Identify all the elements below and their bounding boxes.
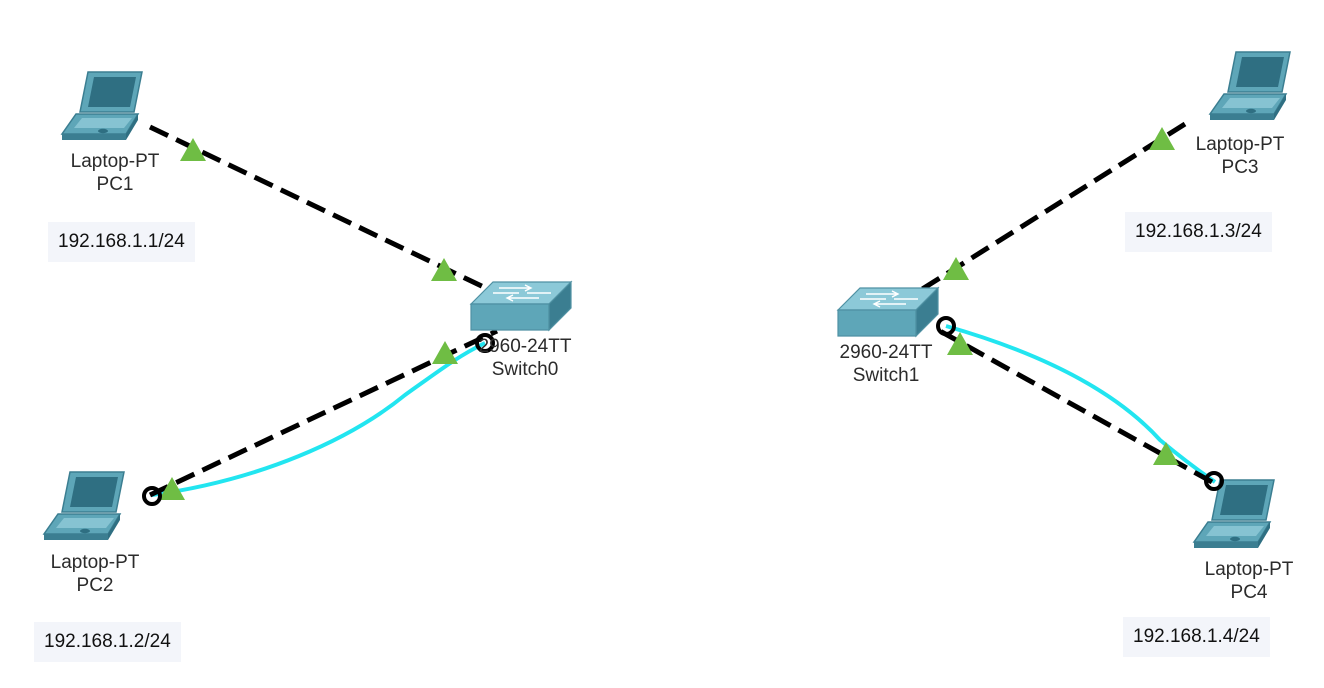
ip-note-pc1[interactable]: 192.168.1.1/24 <box>48 222 195 262</box>
device-model: 2960-24TT <box>478 336 572 357</box>
console-cable-pc4-switch1[interactable] <box>945 324 1217 484</box>
switch-icon[interactable] <box>470 281 572 331</box>
device-name: PC1 <box>96 174 134 195</box>
device-label-pc1: Laptop-PT PC1 <box>55 150 175 196</box>
device-label-pc2: Laptop-PT PC2 <box>35 551 155 597</box>
ethernet-cable-pc4-switch1[interactable] <box>938 328 1214 485</box>
ip-note-pc4[interactable]: 192.168.1.4/24 <box>1123 617 1270 657</box>
device-name: PC3 <box>1221 157 1259 178</box>
console-port-indicator <box>1204 471 1224 491</box>
device-label-pc4: Laptop-PT PC4 <box>1189 558 1309 604</box>
ip-note-pc3[interactable]: 192.168.1.3/24 <box>1125 212 1272 252</box>
console-port-indicator <box>475 333 495 353</box>
console-port-indicator <box>936 316 956 336</box>
laptop-icon[interactable] <box>43 471 125 541</box>
laptop-icon[interactable] <box>61 71 143 141</box>
device-model: 2960-24TT <box>839 342 933 363</box>
device-name: Switch0 <box>491 359 559 380</box>
console-cable-pc2-switch0[interactable] <box>151 341 486 497</box>
laptop-icon[interactable] <box>1193 479 1275 549</box>
ethernet-cable-pc3-switch1[interactable] <box>914 121 1187 296</box>
device-name: Switch1 <box>852 365 920 386</box>
device-model: Laptop-PT <box>1204 559 1294 580</box>
device-label-switch1: 2960-24TT Switch1 <box>823 341 949 387</box>
device-model: Laptop-PT <box>1195 134 1285 155</box>
device-label-pc3: Laptop-PT PC3 <box>1180 133 1300 179</box>
ip-note-pc2[interactable]: 192.168.1.2/24 <box>34 622 181 662</box>
device-name: PC2 <box>76 575 114 596</box>
device-label-switch0: 2960-24TT Switch0 <box>462 335 588 381</box>
link-up-indicator <box>943 257 969 280</box>
device-model: Laptop-PT <box>50 552 140 573</box>
ethernet-cable-pc1-switch0[interactable] <box>148 124 494 294</box>
device-name: PC4 <box>1230 582 1268 603</box>
device-model: Laptop-PT <box>70 151 160 172</box>
laptop-icon[interactable] <box>1209 51 1291 121</box>
console-port-indicator <box>142 486 162 506</box>
link-up-indicator <box>431 258 457 281</box>
switch-icon[interactable] <box>837 287 939 337</box>
